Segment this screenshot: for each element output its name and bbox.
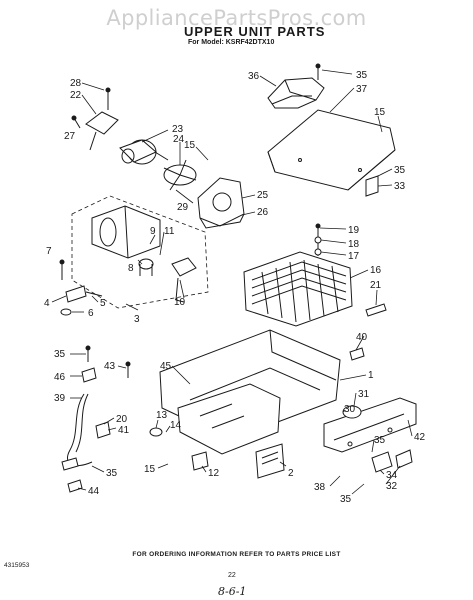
callout-34: 34 [386, 470, 398, 481]
thermostat-part-41 [95, 421, 111, 439]
callout-2: 2 [288, 468, 294, 479]
callout-17: 17 [348, 251, 360, 262]
callout-35-top: 35 [356, 70, 368, 81]
diagram-title: UPPER UNIT PARTS [184, 24, 326, 39]
callout-6: 6 [88, 308, 94, 319]
callout-35-right-bottom: 35 [374, 435, 386, 446]
callout-43: 43 [104, 361, 116, 372]
callout-15-top: 15 [374, 107, 386, 118]
callout-19: 19 [348, 225, 360, 236]
screw-part-43 [125, 361, 131, 378]
control-part-34 [371, 451, 393, 473]
callout-18: 18 [348, 239, 360, 250]
callout-31: 31 [358, 389, 370, 400]
callout-24: 24 [173, 134, 185, 145]
callout-32: 32 [386, 481, 398, 492]
callout-29: 29 [177, 202, 189, 213]
callout-15-fan: 15 [184, 140, 196, 151]
callout-21: 21 [370, 280, 382, 291]
fastener-part-17-19 [314, 223, 322, 256]
callout-28: 28 [70, 78, 82, 89]
model-line: For Model: KSRF42DTX10 [188, 39, 275, 46]
sensor-part-40 [349, 347, 365, 361]
callout-46: 46 [54, 372, 66, 383]
callout-12: 12 [208, 468, 220, 479]
callout-8: 8 [128, 263, 134, 274]
screw-part-35-top [315, 63, 321, 80]
handwritten-note: 8-6-1 [218, 585, 247, 598]
callout-45: 45 [160, 361, 172, 372]
callout-33: 33 [394, 181, 406, 192]
callout-39: 39 [54, 393, 66, 404]
fan-blade-part-24 [163, 159, 197, 191]
screw-part-33 [365, 175, 379, 197]
callout-40: 40 [356, 332, 368, 343]
callout-20: 20 [116, 414, 128, 425]
socket-part-12 [191, 451, 209, 471]
fan-shroud-part-25 [197, 177, 245, 229]
callout-7: 7 [46, 246, 52, 257]
callout-3: 3 [134, 314, 140, 325]
callout-13: 13 [156, 410, 168, 421]
clip-part-46 [81, 367, 97, 383]
callout-25: 25 [257, 190, 269, 201]
connector-part-44 [67, 479, 83, 493]
base-plate-part-45 [177, 383, 281, 455]
callout-37: 37 [356, 84, 368, 95]
callout-38: 38 [314, 482, 326, 493]
watermark: AppliancePartsPros.com [106, 6, 367, 30]
callout-27: 27 [64, 131, 76, 142]
bracket-part-42 [323, 397, 417, 453]
grommet-part-6 [60, 308, 72, 316]
harness-part-39 [61, 393, 93, 471]
callout-1: 1 [368, 370, 374, 381]
callout-15-bottom: 15 [144, 464, 156, 475]
capacitor-part-8 [138, 258, 154, 276]
callout-22: 22 [70, 90, 82, 101]
callout-42: 42 [414, 432, 426, 443]
cover-part-36 [267, 77, 325, 109]
compressor-part-9 [91, 205, 161, 259]
callout-35-bottom-right: 35 [340, 494, 352, 505]
callout-41: 41 [118, 425, 130, 436]
callout-11: 11 [164, 226, 175, 237]
screw-part-28 [105, 87, 111, 110]
callout-5: 5 [100, 298, 106, 309]
callout-4: 4 [44, 298, 50, 309]
document-number: 4315953 [4, 562, 30, 569]
thermostat-part-30 [342, 405, 362, 419]
fan-motor-part-23 [119, 139, 169, 165]
callout-35-bottom-left: 35 [106, 468, 118, 479]
screw-part-7 [59, 259, 65, 280]
compressor-box-part-3 [71, 195, 209, 309]
callout-9: 9 [150, 226, 156, 237]
heater-part-21 [365, 303, 387, 317]
callout-10: 10 [174, 297, 186, 308]
bracket-part-4 [65, 285, 103, 303]
ordering-note: FOR ORDERING INFORMATION REFER TO PARTS … [132, 551, 341, 558]
fan-bracket-part-22 [85, 111, 119, 151]
callout-14: 14 [170, 420, 182, 431]
callout-23: 23 [172, 124, 184, 135]
switch-part-32 [395, 449, 413, 469]
cover-plate-part-2 [255, 443, 285, 479]
callout-26: 26 [257, 207, 269, 218]
socket-part-13 [149, 427, 163, 437]
screw-part-35-left [85, 345, 91, 362]
callout-35-left: 35 [54, 349, 66, 360]
callout-35-right: 35 [394, 165, 406, 176]
top-panel-part-37 [267, 109, 396, 191]
callout-30: 30 [344, 404, 356, 415]
evaporator-coil-part-16 [243, 251, 353, 327]
screw-part-27 [71, 115, 81, 129]
callout-16: 16 [370, 265, 382, 276]
page-number: 22 [228, 572, 236, 579]
callouts: 28 22 27 23 24 15 29 25 26 36 35 37 15 3… [44, 69, 426, 505]
callout-44: 44 [88, 486, 100, 497]
callout-36: 36 [248, 71, 260, 82]
relay-part-10 [171, 257, 197, 303]
